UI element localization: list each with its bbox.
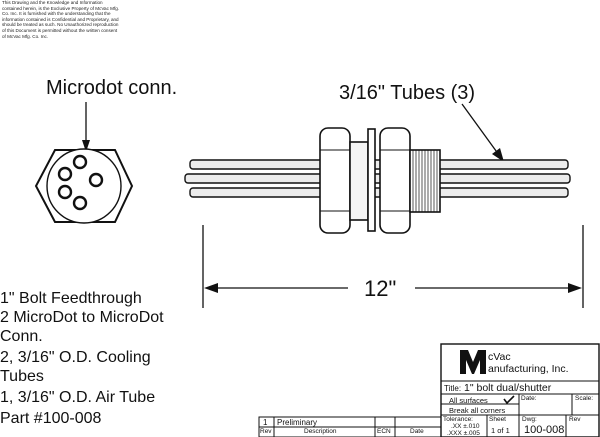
dwg-label: Dwg: [522, 416, 537, 423]
tube-bottom [189, 187, 569, 198]
rev-column-header: Rev [260, 428, 272, 435]
sheet-value: 1 of 1 [491, 426, 510, 435]
tolerance-xx: .XX ±.010 [451, 423, 480, 430]
sheet-label: Sheet [489, 416, 506, 423]
connector-port [72, 154, 88, 170]
rev-number: 1 [263, 418, 268, 427]
tube-middle [184, 173, 571, 184]
title-value: 1" bolt dual/shutter [464, 382, 552, 394]
tolerance-xxx: .XXX ±.005 [447, 430, 480, 437]
connector-port [57, 184, 73, 200]
checkmark-icon [503, 395, 515, 405]
threads [412, 150, 438, 212]
rev-description-value: Preliminary [277, 418, 318, 427]
company-name-line1: cVac [488, 351, 511, 363]
company-logo [460, 350, 486, 374]
description-line: 1, 3/16" O.D. Air Tube [0, 389, 156, 406]
length-dimension [202, 225, 584, 308]
description-line: Tubes [0, 368, 44, 385]
end-view [34, 148, 134, 224]
tubes-label: 3/16" Tubes (3) [339, 82, 476, 104]
date-label: Date: [521, 395, 537, 402]
connector-port [72, 195, 88, 211]
part-number: Part #100-008 [0, 410, 102, 427]
ecn-column-header: ECN [377, 428, 391, 435]
company-name-line2: anufacturing, Inc. [488, 363, 569, 375]
dimension-arrow-right [568, 283, 582, 293]
tubes-leader [461, 103, 500, 156]
part-description: 1" Bolt Feedthrough 2 MicroDot to MicroD… [0, 289, 164, 428]
dimension-arrow-left [204, 283, 218, 293]
description-line: 2, 3/16" O.D. Cooling [0, 349, 151, 366]
description-line: Conn. [0, 328, 43, 345]
proprietary-notice: This Drawing and the Knowledge and Infor… [2, 0, 120, 39]
date-column-header: Date [410, 428, 424, 435]
connector-port [88, 172, 104, 188]
title-label: Title: [444, 384, 462, 393]
tolerance-label: Tolerance: [443, 416, 473, 423]
title-rev-label: Rev [569, 416, 581, 423]
length-label: 12" [364, 276, 397, 301]
break-corners-label: Break all corners [449, 406, 506, 415]
tubes-leader-arrow [492, 148, 504, 162]
tube-top [189, 159, 569, 170]
connector-port [57, 166, 73, 182]
description-column-header: Description [304, 428, 337, 435]
scale-label: Scale: [575, 395, 594, 402]
description-line: 1" Bolt Feedthrough [0, 290, 142, 307]
washer [367, 128, 376, 232]
microdot-leader-arrow [82, 140, 90, 152]
description-line: 2 MicroDot to MicroDot [0, 309, 164, 326]
title-block [440, 343, 600, 437]
tubes [184, 159, 571, 198]
all-surfaces-label: All surfaces [449, 396, 488, 405]
microdot-label: Microdot conn. [46, 77, 178, 99]
bolt-assembly [319, 127, 441, 234]
drawing-number: 100-008 [524, 424, 565, 436]
